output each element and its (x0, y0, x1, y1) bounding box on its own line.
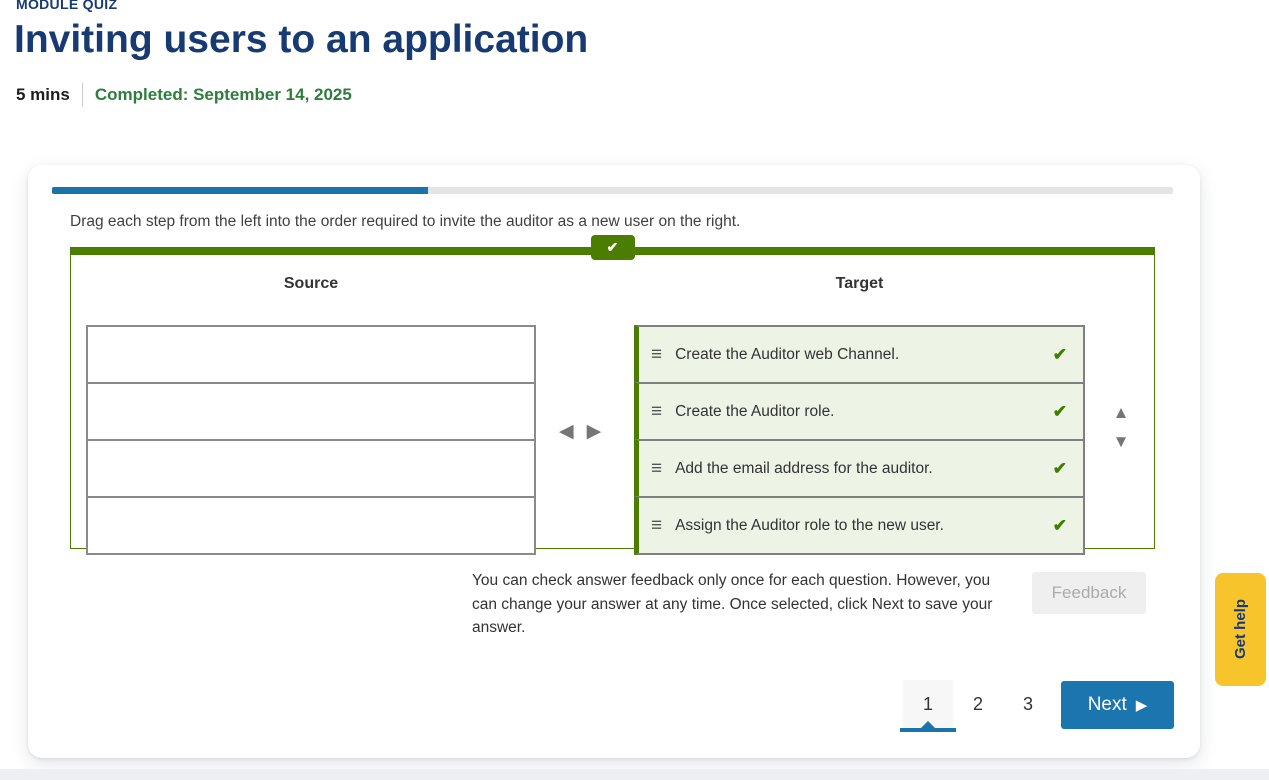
page-bottom-strip (0, 769, 1269, 780)
page-number-label: 3 (1022, 694, 1033, 714)
target-list: ≡ Create the Auditor web Channel. ✔ ≡ Cr… (634, 325, 1085, 555)
page-title: Inviting users to an application (14, 18, 589, 61)
completed-date: Completed: September 14, 2025 (94, 85, 352, 104)
drag-handle-icon[interactable]: ≡ (651, 344, 663, 365)
page-number-label: 1 (922, 694, 933, 714)
target-item-label: Create the Auditor web Channel. (675, 345, 900, 363)
drag-handle-icon[interactable]: ≡ (651, 401, 663, 422)
target-item-label: Add the email address for the auditor. (675, 459, 933, 477)
target-item[interactable]: ≡ Assign the Auditor role to the new use… (634, 496, 1085, 555)
target-item[interactable]: ≡ Create the Auditor web Channel. ✔ (634, 325, 1085, 384)
next-arrow-icon: ▶ (1135, 697, 1148, 714)
source-column-header: Source (283, 275, 339, 292)
correct-check-icon: ✔ (1052, 515, 1067, 535)
correct-badge: ✔ (590, 235, 635, 260)
target-item[interactable]: ≡ Add the email address for the auditor.… (634, 439, 1085, 498)
module-quiz-eyebrow: MODULE QUIZ (16, 0, 118, 12)
next-button-label: Next (1087, 694, 1127, 715)
progress-bar (52, 187, 1173, 194)
drag-handle-icon[interactable]: ≡ (651, 458, 663, 479)
page-number-1[interactable]: 1 (900, 680, 956, 732)
quiz-meta: 5 mins Completed: September 14, 2025 (16, 83, 352, 107)
target-item[interactable]: ≡ Create the Auditor role. ✔ (634, 382, 1085, 441)
duration-label: 5 mins (16, 85, 70, 104)
correct-check-icon: ✔ (1052, 401, 1067, 421)
pagination: 1 2 3 (900, 680, 1053, 732)
target-item-label: Assign the Auditor role to the new user. (675, 516, 944, 534)
active-page-notch (921, 721, 935, 728)
next-button[interactable]: Next ▶ (1061, 681, 1174, 729)
move-right-icon[interactable]: ▶ (586, 421, 602, 442)
page-number-3[interactable]: 3 (1003, 680, 1053, 729)
correct-check-icon: ✔ (1052, 344, 1067, 364)
active-page-indicator (900, 728, 956, 732)
source-slot[interactable] (86, 382, 536, 441)
page-number-2[interactable]: 2 (953, 680, 1003, 729)
progress-fill (52, 187, 428, 194)
move-left-icon[interactable]: ◀ (559, 421, 574, 442)
source-slot[interactable] (86, 496, 536, 555)
move-down-icon[interactable]: ▼ (1112, 432, 1130, 451)
get-help-label: Get help (1232, 599, 1249, 660)
source-slot[interactable] (86, 439, 536, 498)
question-instruction: Drag each step from the left into the or… (70, 213, 741, 230)
drag-handle-icon[interactable]: ≡ (651, 515, 663, 536)
move-arrows: ◀ ▶ (559, 420, 601, 443)
target-item-label: Create the Auditor role. (675, 402, 835, 420)
drag-drop-area: ✔ Source Target ◀ ▶ ≡ Create the Auditor… (70, 235, 1155, 555)
source-slot[interactable] (86, 325, 536, 384)
source-list (86, 325, 536, 555)
reorder-arrows: ▲ ▼ (1111, 403, 1131, 452)
move-up-icon[interactable]: ▲ (1112, 403, 1130, 422)
check-icon: ✔ (606, 239, 619, 255)
correct-check-icon: ✔ (1052, 458, 1067, 478)
feedback-note: You can check answer feedback only once … (472, 572, 993, 636)
feedback-button[interactable]: Feedback (1032, 572, 1146, 614)
meta-divider (81, 83, 83, 107)
quiz-card: Drag each step from the left into the or… (28, 165, 1200, 758)
target-column-header: Target (835, 275, 884, 292)
get-help-tab[interactable]: Get help (1215, 573, 1266, 686)
page-number-label: 2 (972, 694, 983, 714)
